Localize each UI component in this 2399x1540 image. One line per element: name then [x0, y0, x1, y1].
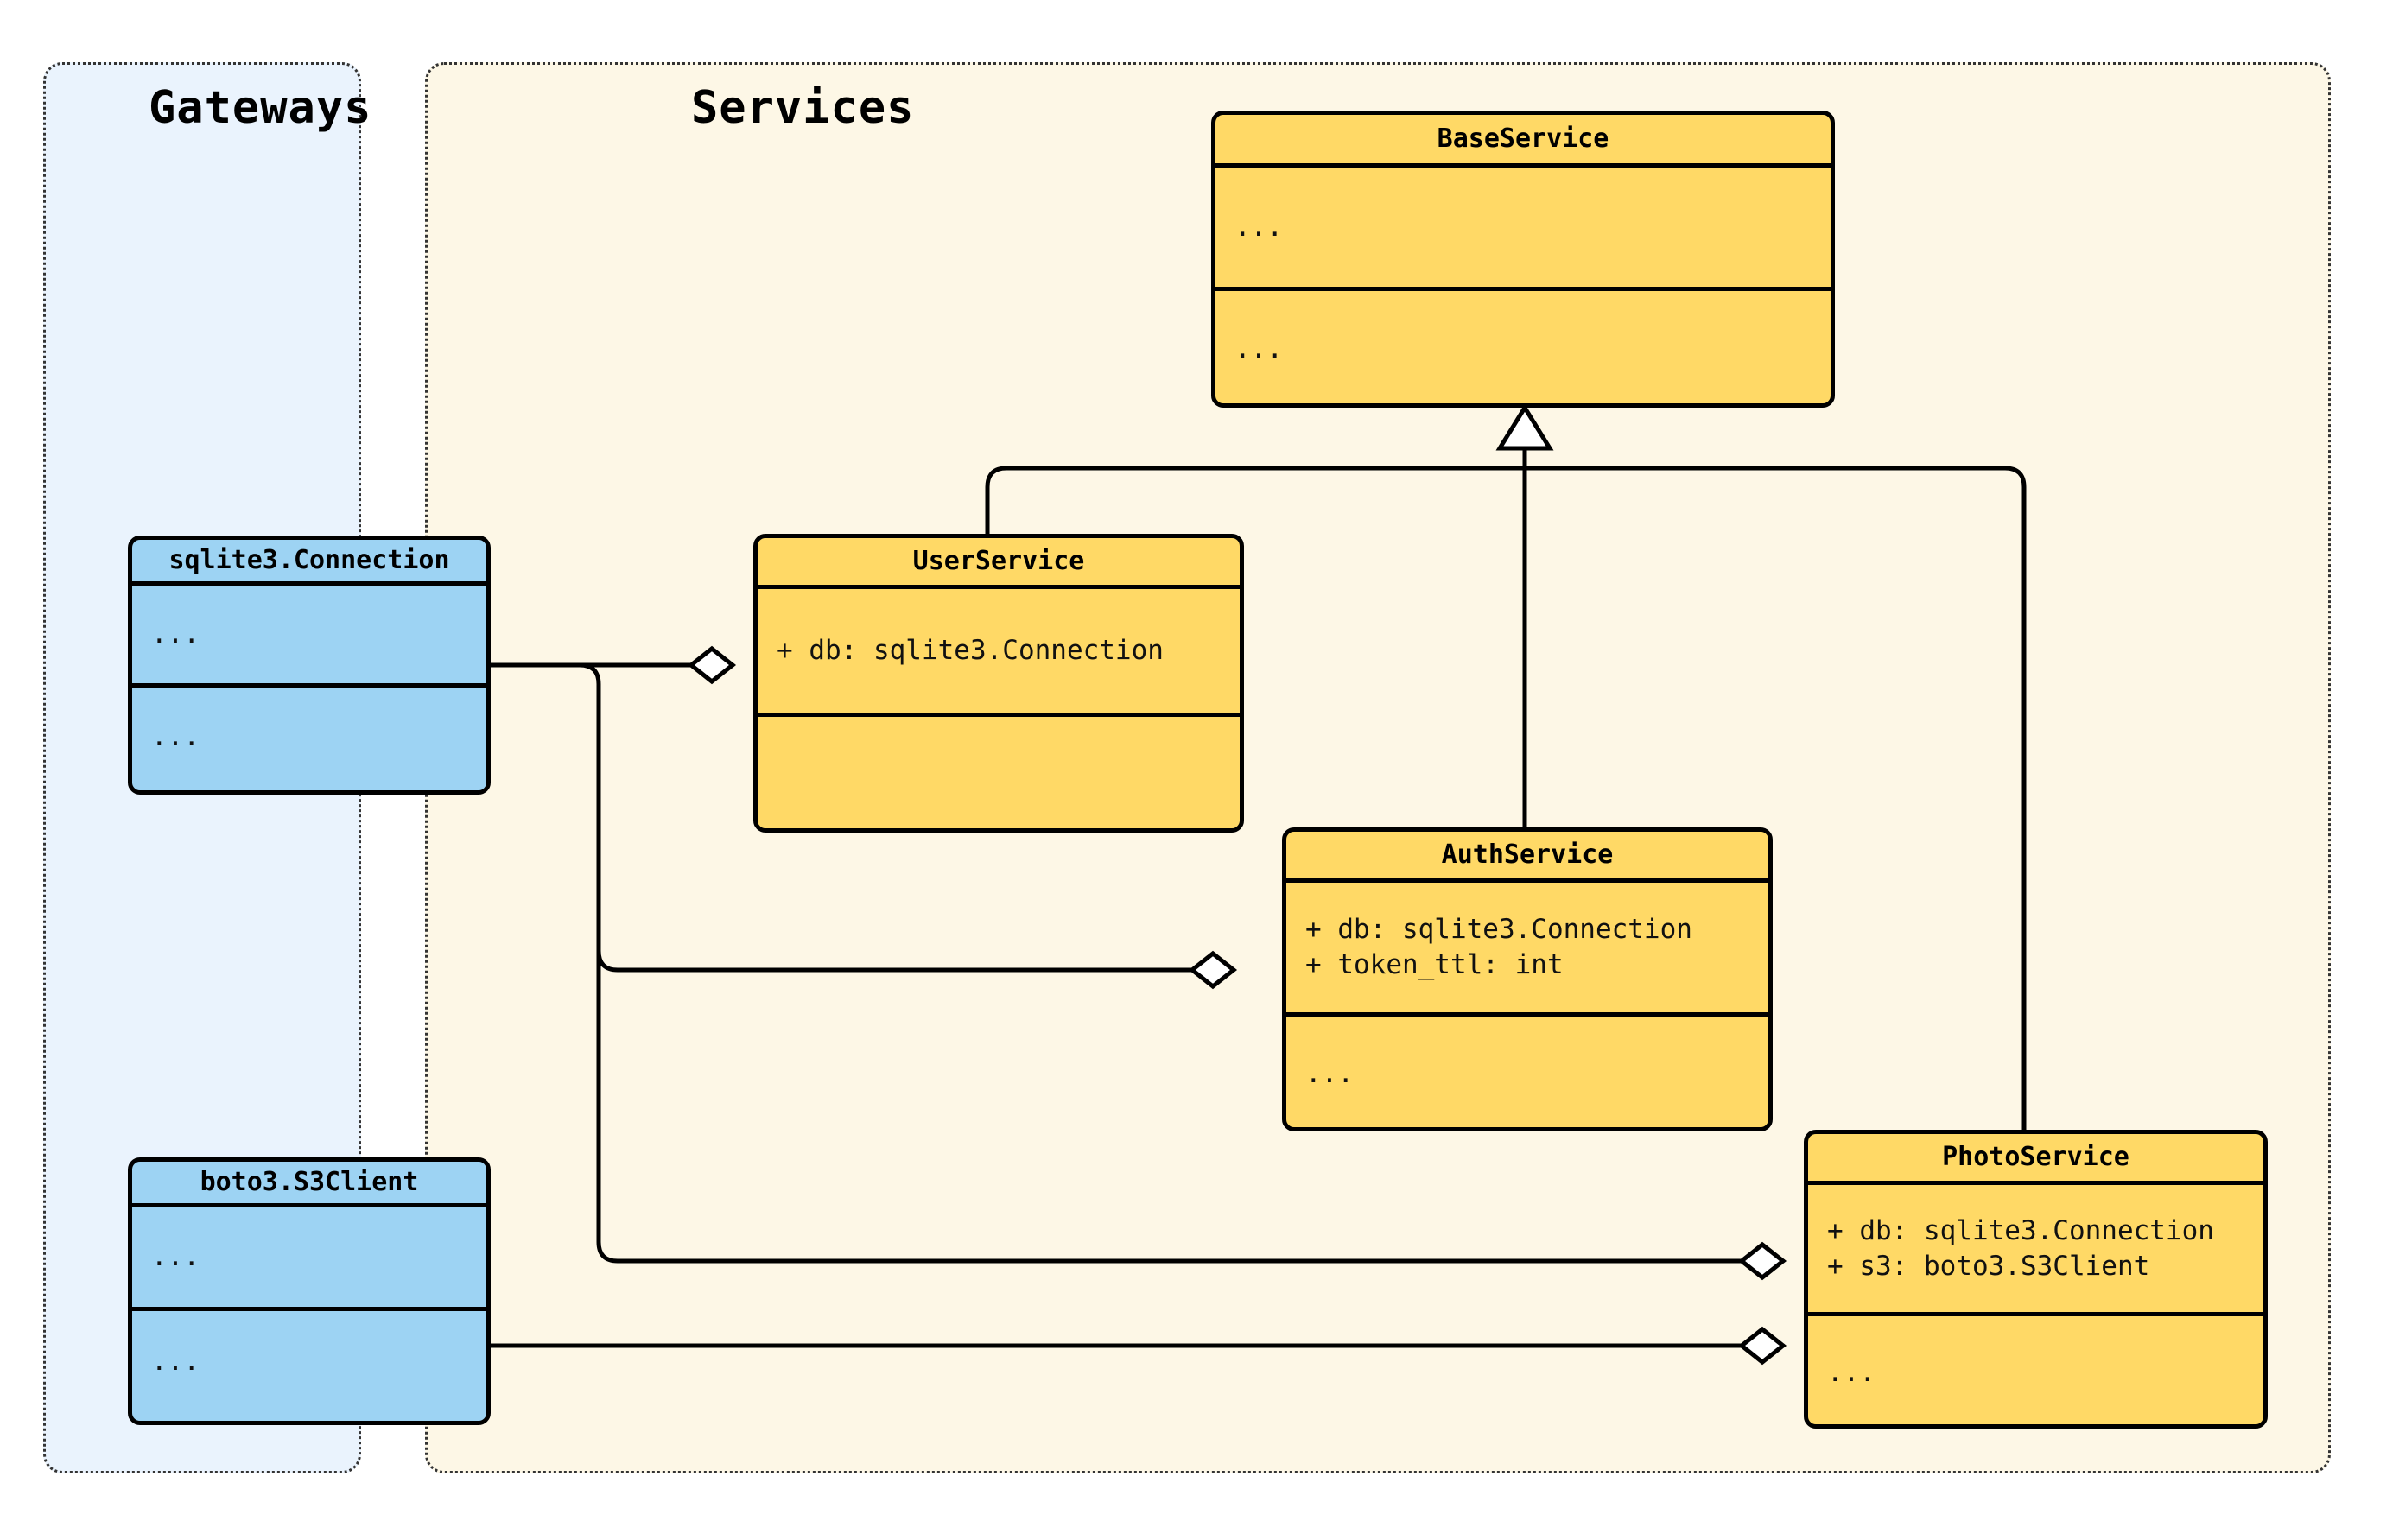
attribute-row: + db: sqlite3.Connection	[777, 635, 1164, 667]
attribute-row: + token_ttl: int	[1305, 949, 1564, 980]
class-attributes-boto3-s3client: ...	[132, 1203, 486, 1307]
class-methods-user-service	[758, 713, 1240, 828]
class-attributes-auth-service: + db: sqlite3.Connection + token_ttl: in…	[1286, 878, 1768, 1012]
method-row: ...	[1234, 333, 1283, 365]
class-title-sqlite3-connection: sqlite3.Connection	[168, 545, 450, 575]
package-services-title: Services	[691, 82, 915, 134]
class-title-boto3-s3client: boto3.S3Client	[200, 1167, 419, 1197]
class-title-auth-service: AuthService	[1441, 840, 1614, 870]
method-row: ...	[1827, 1356, 1875, 1388]
class-attributes-sqlite3-connection: ...	[132, 581, 486, 683]
attribute-row: + s3: boto3.S3Client	[1827, 1250, 2150, 1282]
class-methods-photo-service: ...	[1808, 1312, 2263, 1424]
class-box-user-service[interactable]: UserService + db: sqlite3.Connection	[753, 534, 1244, 833]
class-attributes-photo-service: + db: sqlite3.Connection + s3: boto3.S3C…	[1808, 1181, 2263, 1312]
class-box-sqlite3-connection[interactable]: sqlite3.Connection ... ...	[128, 536, 491, 795]
class-methods-boto3-s3client: ...	[132, 1307, 486, 1412]
attribute-row: + db: sqlite3.Connection	[1827, 1214, 2214, 1246]
attribute-row: + db: sqlite3.Connection	[1305, 914, 1692, 946]
attribute-row: ...	[1234, 211, 1283, 243]
class-title-user-service: UserService	[912, 546, 1085, 576]
class-attributes-user-service: + db: sqlite3.Connection	[758, 585, 1240, 713]
class-title-photo-service: PhotoService	[1942, 1142, 2129, 1172]
class-methods-auth-service: ...	[1286, 1012, 1768, 1127]
class-box-photo-service[interactable]: PhotoService + db: sqlite3.Connection + …	[1804, 1130, 2268, 1429]
class-box-base-service[interactable]: BaseService ... ...	[1211, 111, 1835, 408]
class-attributes-base-service: ...	[1215, 163, 1831, 287]
method-row: ...	[151, 1346, 200, 1378]
class-box-boto3-s3client[interactable]: boto3.S3Client ... ...	[128, 1157, 491, 1425]
package-gateways-title: Gateways	[149, 82, 372, 134]
attribute-row: ...	[151, 1241, 200, 1273]
attribute-row: ...	[151, 618, 200, 650]
method-row: ...	[1305, 1058, 1354, 1090]
class-title-base-service: BaseService	[1437, 124, 1609, 154]
method-row: ...	[151, 720, 200, 752]
class-methods-sqlite3-connection: ...	[132, 683, 486, 786]
class-box-auth-service[interactable]: AuthService + db: sqlite3.Connection + t…	[1282, 827, 1773, 1131]
class-methods-base-service: ...	[1215, 287, 1831, 403]
